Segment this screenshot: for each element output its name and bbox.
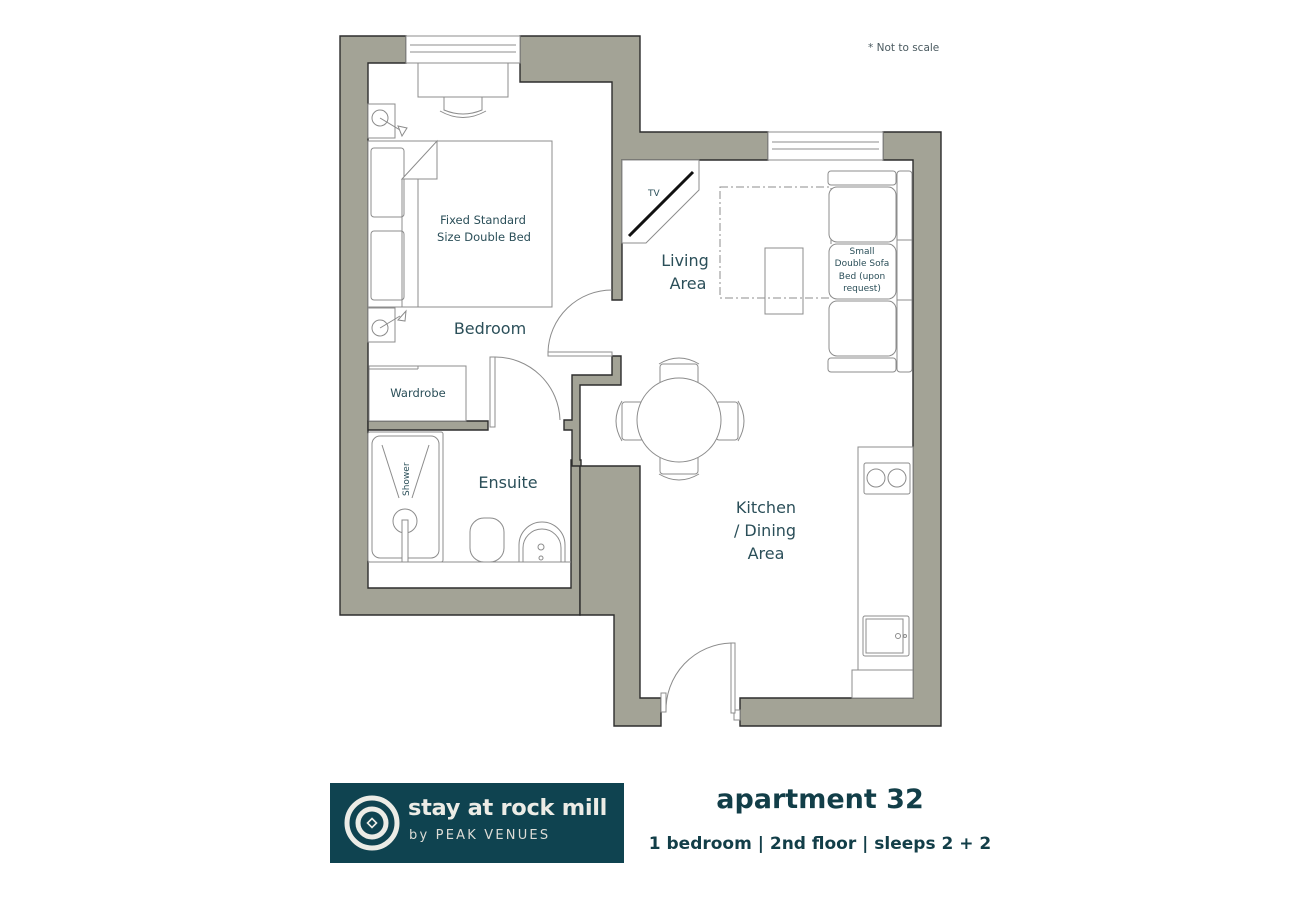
windows — [405, 35, 884, 161]
scale-note: * Not to scale — [868, 42, 940, 54]
kitchen-furniture: Kitchen / Dining Area — [615, 357, 914, 721]
room-label-kitchen: Area — [748, 544, 785, 563]
sofa-cushion — [828, 300, 897, 357]
bed-label: Fixed Standard — [440, 213, 526, 227]
wall-wardrobe-ensuite — [367, 420, 489, 431]
door-swing — [665, 642, 732, 713]
pillow — [370, 230, 405, 301]
sofa-label: Small — [850, 247, 875, 257]
shower-label: Shower — [402, 462, 412, 496]
room-label-bedroom: Bedroom — [454, 319, 526, 338]
desk — [417, 62, 509, 98]
window-living — [767, 131, 884, 161]
desk-chair — [443, 96, 483, 115]
door-swing — [494, 356, 561, 421]
tv-label: TV — [647, 189, 660, 199]
toilet — [469, 517, 505, 563]
dining-table — [636, 377, 722, 463]
sofa-label: request) — [843, 284, 881, 294]
sofa-label: Bed (upon — [839, 272, 885, 282]
sofa-back — [896, 170, 913, 373]
room-label-living: Area — [670, 274, 707, 293]
kitchen-sink — [862, 615, 910, 657]
wall-center-partition — [563, 355, 662, 727]
pillow — [370, 147, 405, 218]
bedroom-door — [547, 351, 613, 357]
entrance-door — [730, 642, 736, 714]
sofa-arm — [827, 170, 897, 186]
brand-name: stay at rock mill — [408, 795, 608, 821]
hob-ring — [887, 468, 907, 488]
window-bedroom — [405, 35, 521, 64]
rug — [719, 186, 832, 299]
sofa-cushion — [828, 243, 897, 300]
apartment-title: apartment 32 — [716, 784, 924, 815]
sofa-label: Double Sofa — [835, 259, 890, 269]
room-label-ensuite: Ensuite — [478, 473, 537, 492]
wall-right — [739, 131, 942, 727]
brand-subtitle: by PEAK VENUES — [409, 828, 551, 843]
brand-logo: stay at rock mill by PEAK VENUES — [330, 783, 624, 863]
target-logo-icon — [344, 795, 400, 851]
ensuite-furniture: Shower Ensuite — [367, 356, 571, 563]
bed-sheet-fold — [400, 139, 438, 180]
walls — [339, 35, 942, 727]
sofa-arm — [827, 357, 897, 373]
tv — [627, 170, 695, 238]
door-swing — [547, 289, 613, 353]
hob-ring — [866, 468, 886, 488]
sofa-cushion — [828, 186, 897, 243]
room-label-kitchen: / Dining — [734, 521, 796, 540]
room-label-kitchen: Kitchen — [736, 498, 796, 517]
sink — [518, 521, 566, 563]
room-label-living: Living — [661, 251, 709, 270]
bedroom-furniture: Fixed Standard Size Double Bed Bedroom W… — [367, 62, 613, 422]
bed-label: Size Double Bed — [437, 230, 531, 244]
coffee-table — [764, 247, 804, 315]
living-furniture: TV Small Double Sofa Bed (upon request) … — [621, 159, 913, 373]
apartment-details: 1 bedroom | 2nd floor | sleeps 2 + 2 — [648, 834, 992, 854]
wardrobe-label: Wardrobe — [390, 386, 445, 400]
ensuite-door — [489, 356, 496, 428]
counter-end — [851, 669, 914, 699]
